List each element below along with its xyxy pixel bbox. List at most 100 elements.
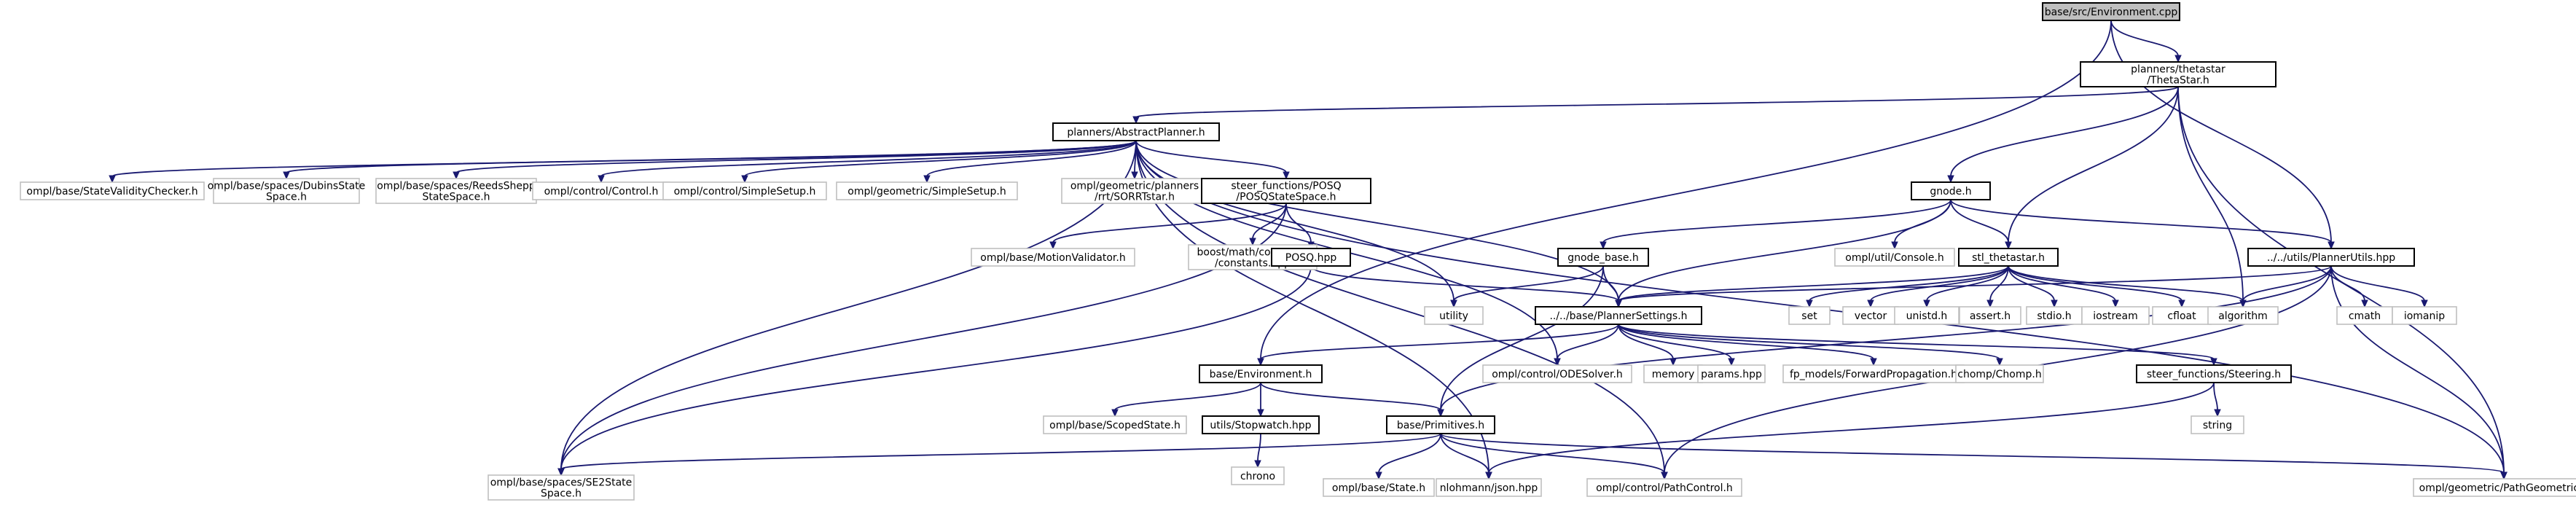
edge-line: [1378, 433, 1441, 474]
node-json: nlohmann/json.hpp: [1436, 478, 1542, 497]
edge-arrowhead: [1867, 300, 1874, 308]
edge-line: [744, 140, 1137, 177]
node-box: [1782, 364, 1965, 383]
edge-line: [1602, 199, 1951, 243]
node-label: base/Environment.h: [1210, 369, 1312, 380]
node-label: ompl/geometric/planners: [1070, 181, 1199, 192]
edge-line: [1260, 382, 1441, 411]
edge-arrowhead: [2500, 471, 2508, 480]
edge-arrowhead: [1554, 358, 1561, 367]
node-label: set: [1801, 310, 1817, 322]
edge-stlthetastar-to-algorithm: [2008, 265, 2247, 308]
node-label: gnode.h: [1930, 186, 1971, 197]
edge-abstract-to-statevalidity: [109, 140, 1137, 184]
node-label: steer_functions/POSQ: [1231, 181, 1341, 192]
node-label: POSQ.hpp: [1285, 252, 1337, 264]
edge-arrowhead: [1923, 300, 1930, 308]
node-primitives[interactable]: base/Primitives.h: [1386, 415, 1495, 434]
edge-line: [1926, 265, 2009, 302]
node-label: memory: [1652, 369, 1695, 380]
node-label: string: [2203, 420, 2232, 431]
edge-arrowhead: [1661, 471, 1668, 480]
node-box: [2392, 306, 2457, 325]
edge-line: [1135, 140, 1287, 173]
edge-abstract-to-csimplesetup: [741, 140, 1137, 184]
node-steering[interactable]: steer_functions/Steering.h: [2136, 364, 2292, 383]
node-box: [1323, 478, 1435, 497]
edge-arrowhead: [1485, 471, 1492, 480]
node-plannersettings[interactable]: ../../base/PlannerSettings.h: [1535, 306, 1702, 325]
edge-arrowhead: [2112, 300, 2119, 308]
edge-arrowhead: [453, 171, 460, 180]
node-gnodebase[interactable]: gnode_base.h: [1557, 248, 1649, 267]
node-stopwatch[interactable]: utils/Stopwatch.hpp: [1202, 415, 1320, 434]
node-label: ompl/base/State.h: [1332, 482, 1425, 494]
node-env_cpp[interactable]: base/src/Environment.cpp: [2042, 2, 2180, 21]
edge-line: [455, 140, 1137, 173]
node-motionval: ompl/base/MotionValidator.h: [971, 248, 1135, 267]
node-params: params.hpp: [1697, 364, 1766, 383]
node-label: assert.h: [1970, 310, 2011, 322]
node-label: ompl/base/spaces/SE2State: [490, 477, 633, 489]
edge-gnode-to-stlthetastar: [1950, 199, 2012, 250]
node-box: [1231, 466, 1285, 485]
node-box: [375, 178, 537, 204]
node-label: ompl/control/PathControl.h: [1596, 482, 1733, 494]
edge-env_cpp-to-thetastar: [2110, 20, 2182, 63]
node-label: utils/Stopwatch.hpp: [1210, 420, 1311, 431]
node-box: [2207, 306, 2279, 325]
edge-arrowhead: [1132, 116, 1140, 125]
node-console: ompl/util/Console.h: [1834, 248, 1955, 267]
node-label: ompl/control/Control.h: [544, 186, 659, 197]
node-label: ompl/util/Console.h: [1845, 252, 1943, 264]
edge-line: [2330, 265, 2365, 302]
node-label: params.hpp: [1701, 369, 1762, 380]
node-abstract[interactable]: planners/AbstractPlanner.h: [1052, 122, 1220, 141]
edge-line: [926, 140, 1137, 177]
edge-stlthetastar-to-set: [1806, 265, 2009, 308]
edge-line: [2008, 265, 2182, 302]
edge-plannersettings-to-params: [1618, 324, 1735, 367]
node-label: ompl/control/ODESolver.h: [1492, 369, 1623, 380]
node-label: iostream: [2093, 310, 2138, 322]
node-box: [1271, 248, 1351, 267]
node-chomp: chomp/Chomp.h: [1955, 364, 2044, 383]
node-plannerutils[interactable]: ../../utils/PlannerUtils.hpp: [2247, 248, 2415, 267]
node-box: [1052, 122, 1220, 141]
edge-line: [286, 140, 1137, 173]
edge-line: [560, 265, 1312, 470]
node-posqhpp[interactable]: POSQ.hpp: [1271, 248, 1351, 267]
edge-line: [560, 433, 1441, 470]
edge-arrowhead: [2328, 241, 2335, 250]
node-box: [1482, 364, 1632, 383]
edge-line: [2110, 20, 2179, 57]
node-box: [1201, 178, 1371, 204]
node-box: [971, 248, 1135, 267]
node-scopedstate: ompl/base/ScopedState.h: [1043, 415, 1187, 434]
edge-steering-to-string: [2213, 382, 2221, 418]
edge-line: [2008, 265, 2244, 302]
edge-thetastar-to-abstract: [1132, 86, 2179, 125]
node-gnode[interactable]: gnode.h: [1911, 181, 1991, 200]
node-box: [2136, 364, 2292, 383]
node-environment[interactable]: base/Environment.h: [1199, 364, 1323, 383]
edge-plannersettings-to-memory: [1618, 324, 1677, 367]
edge-line: [1618, 324, 2215, 360]
node-box: [1202, 415, 1320, 434]
edge-line: [1618, 265, 2332, 302]
node-label: Space.h: [266, 192, 307, 203]
node-label: ompl/geometric/PathGeometric.h: [2419, 482, 2576, 494]
edge-thetastar-to-gnode: [1947, 86, 2179, 184]
node-thetastar[interactable]: planners/thetastar/ThetaStar.h: [2080, 61, 2276, 87]
node-iostream: iostream: [2081, 306, 2150, 325]
edge-line: [1870, 265, 2009, 302]
edge-arrowhead: [2174, 55, 2182, 63]
node-stdio: stdio.h: [2026, 306, 2083, 325]
edge-abstract-to-plannersettings: [1135, 140, 1622, 308]
edge-posqss-to-motionval: [1049, 203, 1287, 250]
node-posqss[interactable]: steer_functions/POSQ/POSQStateSpace.h: [1201, 178, 1371, 204]
edge-line: [1260, 20, 2112, 360]
node-stlthetastar[interactable]: stl_thetastar.h: [1958, 248, 2059, 267]
